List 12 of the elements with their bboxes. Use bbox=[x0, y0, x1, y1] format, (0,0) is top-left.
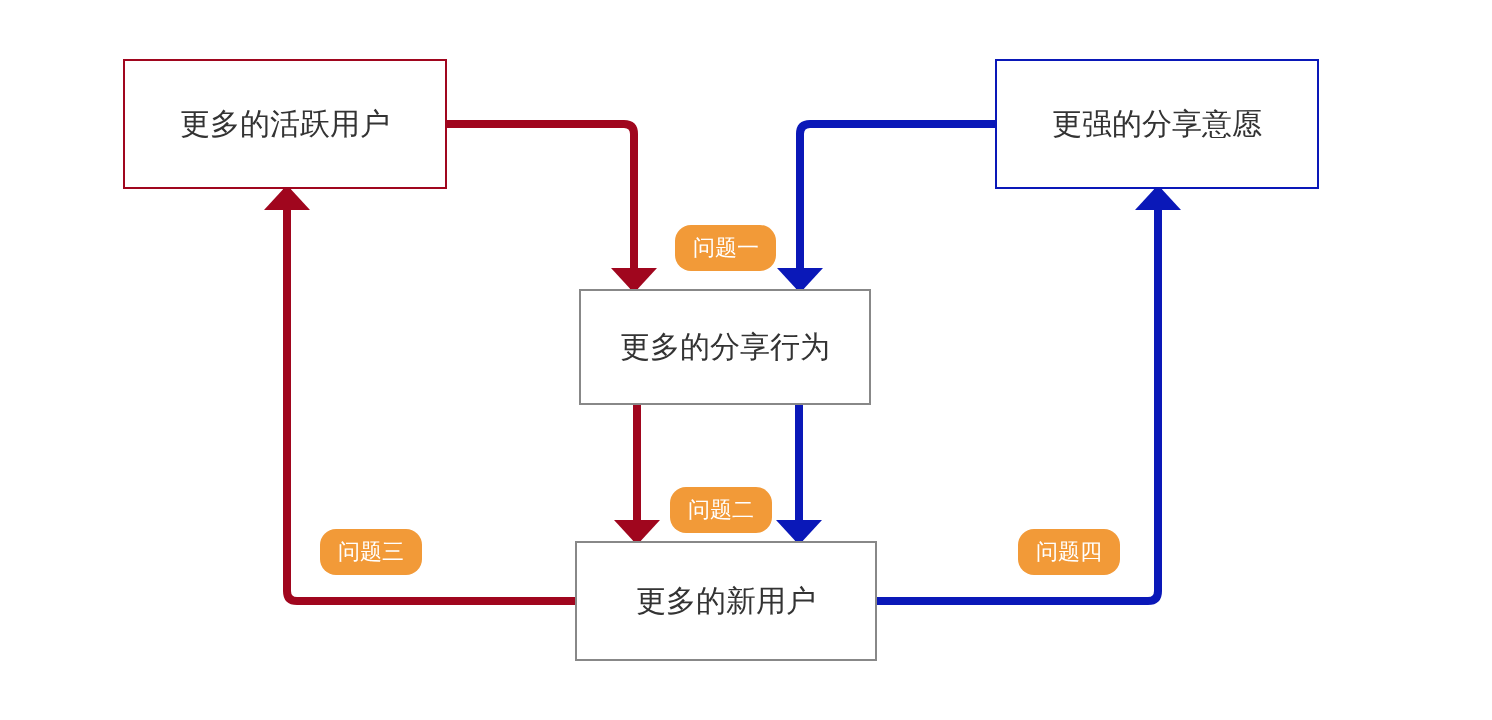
question-badge: 问题四 bbox=[1018, 529, 1120, 575]
box-text: 更多的新用户 bbox=[636, 581, 816, 620]
question-badge: 问题三 bbox=[320, 529, 422, 575]
process-box bbox=[575, 541, 877, 661]
box-text: 更多的分享行为 bbox=[620, 327, 830, 366]
box-text: 更强的分享意愿 bbox=[1052, 104, 1262, 143]
box-text: 更多的活跃用户 bbox=[180, 104, 390, 143]
process-box bbox=[123, 59, 447, 189]
question-badge: 问题一 bbox=[675, 225, 776, 271]
question-badge: 问题二 bbox=[670, 487, 772, 533]
process-box bbox=[579, 289, 871, 405]
process-box bbox=[995, 59, 1319, 189]
